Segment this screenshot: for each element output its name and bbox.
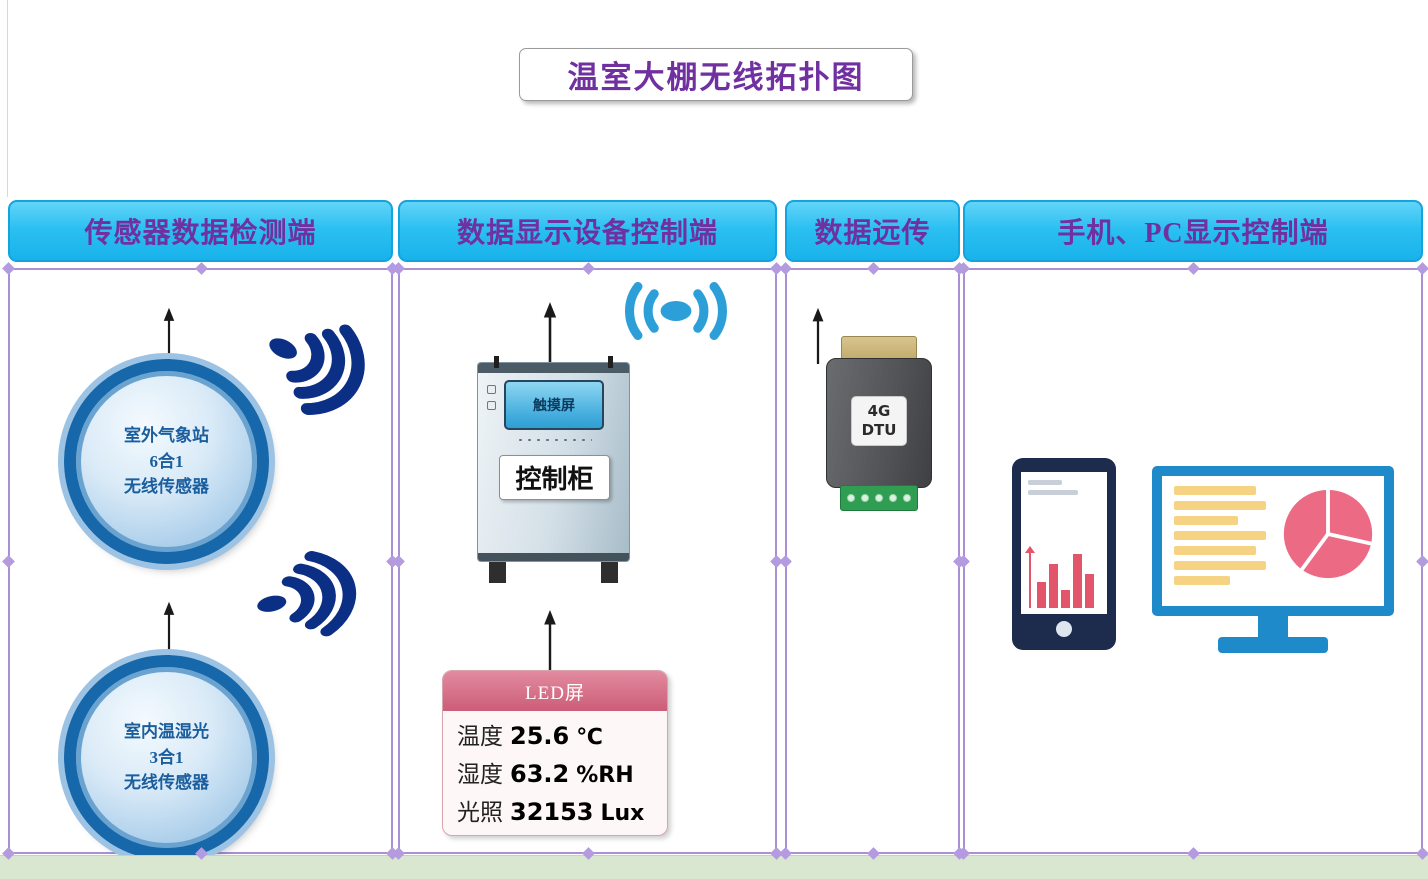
text-line xyxy=(1174,486,1256,495)
broadcast-signal-icon xyxy=(625,282,727,340)
control-cabinet: 触摸屏 控制柜 xyxy=(477,356,630,562)
text-line xyxy=(1028,490,1078,495)
cabinet-label: 控制柜 xyxy=(499,455,610,500)
chart-bar xyxy=(1073,554,1082,608)
monitor-icon xyxy=(1152,466,1394,616)
terminal-pin xyxy=(903,494,911,502)
terminal-pin xyxy=(889,494,897,502)
page-title: 温室大棚无线拓扑图 xyxy=(519,48,913,101)
border-ornament xyxy=(2,262,15,275)
reading-label: 温度 xyxy=(457,724,503,749)
border-ornament xyxy=(1187,262,1200,275)
column-header-display: 数据显示设备控制端 xyxy=(398,200,777,262)
pie-chart-icon xyxy=(1283,489,1373,579)
border-ornament xyxy=(866,262,880,275)
monitor-stand-neck xyxy=(1258,616,1288,637)
sensor-label-line: 室内温湿光 xyxy=(124,722,209,742)
bar-chart-icon xyxy=(1025,546,1094,608)
reading-unit: ℃ xyxy=(576,725,603,750)
dtu-device: 4G DTU xyxy=(826,336,932,514)
dtu-label: 4G DTU xyxy=(851,396,907,446)
phone-icon xyxy=(1012,458,1116,650)
terminal-pin xyxy=(847,494,855,502)
column-header-transmit: 数据远传 xyxy=(785,200,960,262)
antenna-icon xyxy=(163,601,175,656)
terminal-pin xyxy=(861,494,869,502)
indicator-light xyxy=(487,401,496,410)
chart-bar xyxy=(1049,564,1058,608)
text-line xyxy=(1174,531,1266,540)
reading-unit: Lux xyxy=(600,801,645,826)
terminal-pin xyxy=(875,494,883,502)
touch-screen: 触摸屏 xyxy=(504,380,604,430)
sensor-node-indoor: 室内温湿光 3合1 无线传感器 xyxy=(64,655,269,860)
sensor-label-line: 3合1 xyxy=(149,747,184,767)
sensor-node-outdoor: 室外气象站 6合1 无线传感器 xyxy=(64,359,269,564)
border-ornament xyxy=(2,555,15,568)
reading-unit: %RH xyxy=(576,763,634,788)
chart-axis xyxy=(1025,546,1035,608)
cabinet-top-bar xyxy=(478,363,629,373)
text-line xyxy=(1028,480,1062,485)
footer-strip xyxy=(0,855,1428,879)
chart-bar xyxy=(1037,582,1046,608)
border-ornament xyxy=(779,262,792,275)
reading-value: 63.2 xyxy=(510,760,570,788)
cabinet-foot xyxy=(601,562,618,583)
cabinet-base xyxy=(478,553,629,561)
reading-light: 光照 32153 Lux xyxy=(457,793,653,831)
antenna-icon xyxy=(544,609,556,670)
led-panel-header: LED屏 xyxy=(443,671,667,711)
cell-border-line xyxy=(7,0,8,197)
reading-value: 25.6 xyxy=(510,722,570,750)
cabinet-foot xyxy=(489,562,506,583)
border-ornament xyxy=(779,555,792,568)
reading-humidity: 湿度 63.2 %RH xyxy=(457,755,653,793)
reading-label: 湿度 xyxy=(457,762,503,787)
sensor-label-line: 室外气象站 xyxy=(124,426,209,446)
border-ornament xyxy=(1416,262,1428,275)
border-ornament xyxy=(1416,555,1428,568)
text-line xyxy=(1174,501,1266,510)
border-ornament xyxy=(194,262,208,275)
led-display-panel: LED屏 温度 25.6 ℃ 湿度 63.2 %RH 光照 32153 Lux xyxy=(442,670,668,836)
text-line xyxy=(1174,516,1238,525)
chart-bar xyxy=(1061,590,1070,608)
antenna-icon xyxy=(812,307,824,364)
column-header-sensors: 传感器数据检测端 xyxy=(8,200,393,262)
dtu-label-line: DTU xyxy=(861,421,897,439)
reading-label: 光照 xyxy=(457,800,503,825)
cabinet-knob xyxy=(608,356,613,368)
border-ornament xyxy=(581,262,595,275)
monitor-stand-base xyxy=(1218,637,1328,653)
antenna-icon xyxy=(543,302,557,366)
sensor-label-line: 无线传感器 xyxy=(124,773,209,793)
text-line xyxy=(1174,576,1230,585)
wifi-signal-icon xyxy=(257,551,357,637)
chart-bar xyxy=(1085,574,1094,608)
dtu-label-line: 4G xyxy=(867,402,891,421)
cabinet-knob xyxy=(494,356,499,368)
phone-screen xyxy=(1021,472,1107,614)
dtu-terminal-block xyxy=(840,485,918,511)
panel-sensors: 室外气象站 6合1 无线传感器 室内温湿光 3合1 无线传感器 xyxy=(2,262,399,860)
monitor-screen xyxy=(1162,476,1384,606)
vent-dots xyxy=(516,437,592,443)
indicator-light xyxy=(487,385,496,394)
text-line xyxy=(1174,561,1266,570)
reading-value: 32153 xyxy=(510,798,594,826)
led-readings: 温度 25.6 ℃ 湿度 63.2 %RH 光照 32153 Lux xyxy=(443,711,667,831)
antenna-icon xyxy=(163,307,175,362)
phone-home-button xyxy=(1056,621,1072,637)
column-header-clients: 手机、PC显示控制端 xyxy=(963,200,1423,262)
reading-temperature: 温度 25.6 ℃ xyxy=(457,717,653,755)
sensor-label-line: 无线传感器 xyxy=(124,477,209,497)
sensor-label-line: 6合1 xyxy=(149,451,184,471)
text-line xyxy=(1174,546,1256,555)
wifi-signal-icon xyxy=(269,324,365,416)
